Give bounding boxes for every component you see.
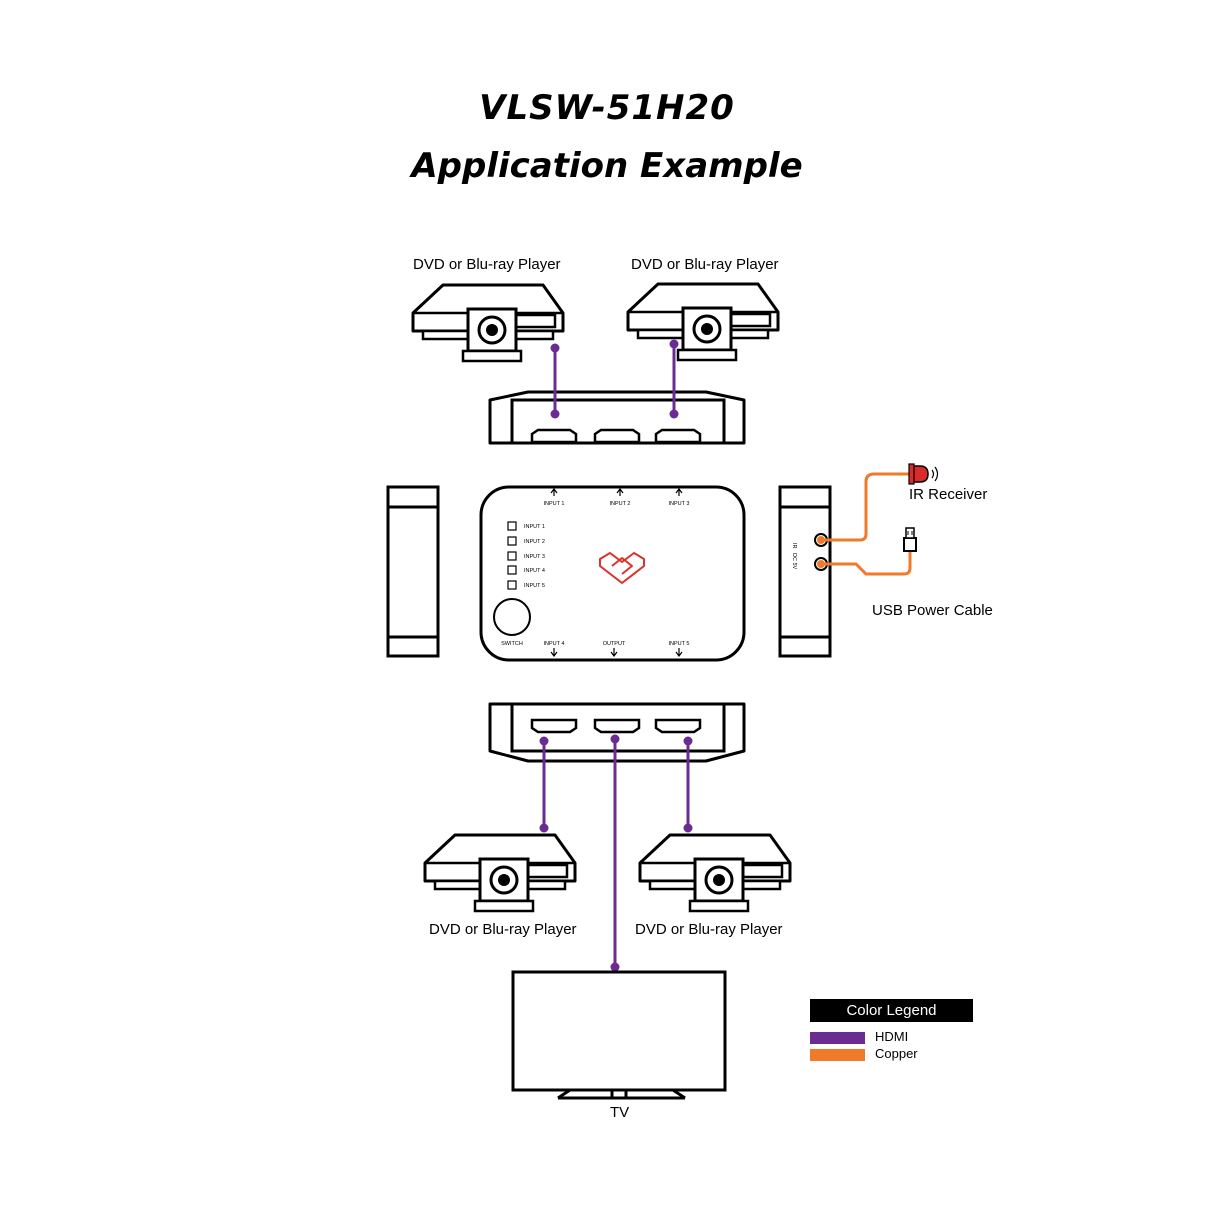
- indicator-label-4: INPUT 4: [524, 568, 545, 574]
- bottom-port-label-2: OUTPUT: [603, 641, 626, 647]
- hdmi-cable-output-tv: [610, 734, 620, 972]
- switch-button: [493, 598, 531, 636]
- hdmi-cable-top-right: [669, 339, 679, 419]
- copper-cable-power: [817, 550, 912, 576]
- indicator-label-1: INPUT 1: [524, 524, 545, 530]
- top-port-label-3: INPUT 3: [669, 501, 690, 507]
- bottom-left-player-icon: [423, 833, 577, 913]
- label-usb-power-cable: USB Power Cable: [872, 602, 993, 619]
- side-port-ir: IR: [791, 543, 797, 549]
- label-tv: TV: [610, 1104, 630, 1121]
- indicator-label-5: INPUT 5: [524, 583, 545, 589]
- legend-label-hdmi: HDMI: [875, 1029, 909, 1044]
- indicator-label-3: INPUT 3: [524, 554, 545, 560]
- brand-logo-icon: [599, 552, 645, 584]
- label-top-right-player: DVD or Blu-ray Player: [631, 256, 779, 273]
- top-port-labels: INPUT 1 INPUT 2 INPUT 3: [544, 488, 690, 507]
- top-right-player-icon: [626, 282, 780, 362]
- side-port-dc: DC 5V: [791, 553, 797, 570]
- legend-swatch-hdmi: [810, 1032, 865, 1044]
- hdmi-cable-bottom-right: [683, 736, 693, 833]
- label-bottom-left-player: DVD or Blu-ray Player: [429, 921, 577, 938]
- page-subtitle: Application Example: [411, 146, 803, 186]
- switch-button-label: SWITCH: [501, 641, 523, 647]
- label-top-left-player: DVD or Blu-ray Player: [413, 256, 561, 273]
- ir-receiver-icon: [908, 463, 939, 485]
- usb-plug-icon: [903, 527, 917, 552]
- switch-bottom-edge-icon: [488, 702, 746, 763]
- switch-front-panel: INPUT 1 INPUT 2 INPUT 3 INPUT 1 INPUT 2 …: [479, 485, 746, 662]
- legend-title: Color Legend: [810, 999, 973, 1022]
- label-ir-receiver: IR Receiver: [909, 486, 988, 503]
- hdmi-cable-bottom-left: [539, 736, 549, 833]
- bottom-right-player-icon: [638, 833, 792, 913]
- tv-icon: [511, 970, 727, 1100]
- copper-cable-ir: [817, 472, 912, 544]
- top-port-label-1: INPUT 1: [544, 501, 565, 507]
- indicator-label-2: INPUT 2: [524, 539, 545, 545]
- top-port-label-2: INPUT 2: [610, 501, 631, 507]
- switch-left-side-icon: [386, 485, 440, 658]
- input-indicators: INPUT 1 INPUT 2 INPUT 3 INPUT 4 INPUT 5: [507, 521, 545, 590]
- top-left-player-icon: [411, 283, 565, 363]
- page-title: VLSW-51H20: [479, 88, 735, 128]
- legend-label-copper: Copper: [875, 1046, 918, 1061]
- switch-top-edge-icon: [488, 390, 746, 445]
- label-bottom-right-player: DVD or Blu-ray Player: [635, 921, 783, 938]
- hdmi-cable-top-left: [550, 343, 560, 419]
- legend-swatch-copper: [810, 1049, 865, 1061]
- bottom-port-labels: INPUT 4 OUTPUT INPUT 5: [544, 641, 690, 657]
- switch-right-side-icon: IR DC 5V: [778, 485, 832, 658]
- bottom-port-label-1: INPUT 4: [544, 641, 565, 647]
- bottom-port-label-3: INPUT 5: [669, 641, 690, 647]
